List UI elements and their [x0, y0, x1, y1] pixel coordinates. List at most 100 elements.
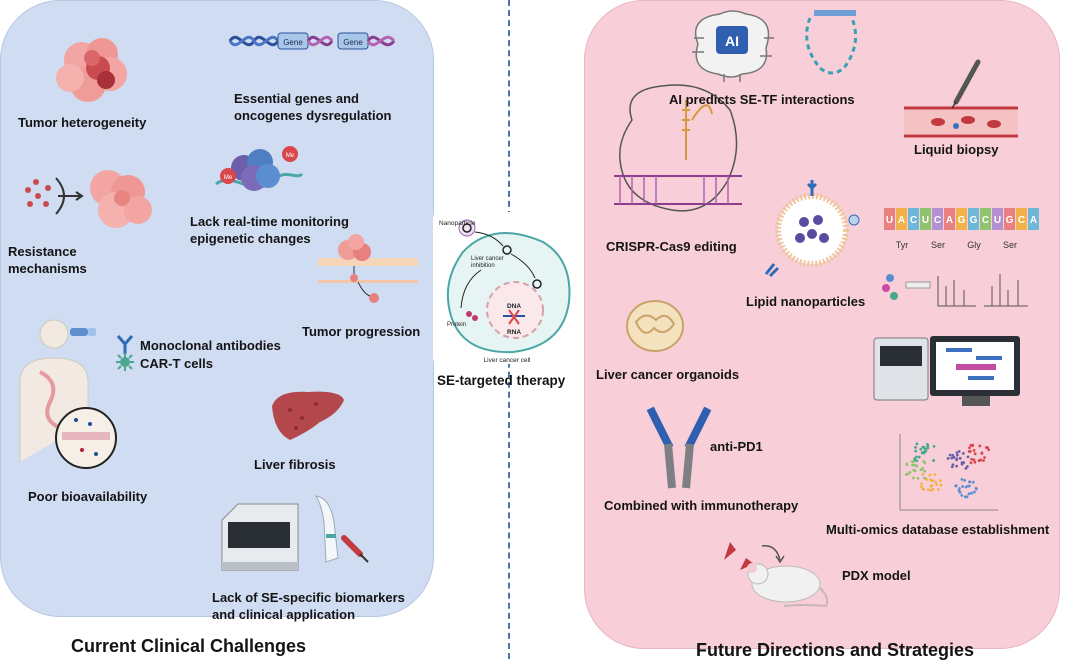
amino-acid-label: Gly	[967, 240, 981, 250]
tsne-point	[963, 478, 967, 482]
tsne-point	[955, 453, 959, 457]
tsne-point	[923, 476, 926, 480]
tsne-point	[960, 462, 964, 466]
gene-dysregulation-label: Essential genes and oncogenes dysregulat…	[234, 91, 392, 123]
dna-label: DNA	[507, 303, 521, 310]
tsne-point	[958, 490, 962, 494]
codon-block	[1016, 208, 1027, 230]
tsne-point	[914, 449, 918, 453]
codon-letter: C	[910, 215, 917, 226]
tsne-point	[926, 446, 930, 450]
tsne-point	[974, 486, 978, 490]
tsne-point	[958, 487, 961, 490]
tsne-point	[920, 451, 924, 455]
tumor-progression-icon	[318, 234, 418, 303]
codon-letter: C	[982, 215, 989, 226]
tsne-point	[923, 469, 927, 473]
human-body-icon	[19, 319, 117, 469]
car-t-cell-icon	[116, 353, 134, 371]
tsne-point	[934, 480, 937, 484]
tsne-point	[915, 442, 919, 446]
ai-brain-icon: AI	[692, 10, 774, 82]
tsne-point	[970, 457, 974, 461]
amino-acid-label: Ser	[1003, 240, 1017, 250]
organoid-icon	[626, 300, 684, 352]
tsne-point	[914, 445, 917, 449]
tsne-point	[973, 490, 976, 494]
codon-letter: A	[946, 215, 953, 226]
mass-spec-chart-icon	[882, 274, 1028, 307]
tsne-point	[973, 452, 977, 456]
antibody-small-icon	[116, 335, 134, 354]
me-label-2: Me	[286, 153, 295, 159]
codon-block	[1004, 208, 1015, 230]
tsne-point	[950, 465, 954, 469]
codon-letter: C	[934, 215, 941, 226]
tsne-point	[915, 464, 919, 468]
tsne-point	[926, 444, 930, 448]
codon-letter: C	[1018, 215, 1025, 226]
tumor-progression-label: Tumor progression	[302, 324, 421, 339]
tsne-point	[951, 453, 955, 457]
codon-block	[968, 208, 979, 230]
tsne-point	[923, 447, 927, 451]
codon-block	[920, 208, 931, 230]
codon-block	[944, 208, 955, 230]
tsne-point	[923, 450, 927, 454]
tsne-point	[929, 489, 933, 492]
tsne-point	[960, 477, 964, 481]
resistance-mechanisms-label: Resistance mechanisms	[8, 244, 87, 276]
biopsy-needle-icon	[315, 495, 369, 563]
pdx-model-label: PDX model	[842, 568, 911, 583]
codon-letter: U	[886, 215, 893, 226]
tsne-point	[932, 459, 936, 462]
tsne-point	[948, 453, 952, 457]
codon-letter: G	[958, 215, 966, 226]
tsne-point	[966, 455, 970, 459]
tsne-point	[935, 483, 939, 486]
tsne-point	[906, 472, 910, 476]
gene-label-1: Gene	[283, 38, 303, 47]
car-t-cells-label: CAR-T cells	[140, 356, 213, 371]
tsne-point	[961, 451, 965, 455]
tsne-point	[960, 493, 964, 497]
tsne-point	[905, 463, 909, 467]
liver-cancer-cell-label: Liver cancer cell	[484, 357, 532, 364]
organoids-label: Liver cancer organoids	[596, 367, 740, 382]
poor-bioavailability-label: Poor bioavailability	[28, 489, 148, 504]
tsne-point	[971, 443, 975, 447]
codon-letter: U	[994, 215, 1001, 226]
tsne-point	[928, 473, 932, 477]
codon-block	[884, 208, 895, 230]
monoclonal-antibodies-label: Monoclonal antibodies	[140, 338, 281, 353]
lipid-nanoparticles-label: Lipid nanoparticles	[746, 294, 866, 309]
tsne-scatter-icon	[899, 434, 998, 511]
pdx-mouse-icon	[724, 542, 829, 608]
left-panel-title: Current Clinical Challenges	[71, 636, 307, 656]
tsne-point	[965, 465, 969, 468]
tsne-point	[987, 448, 991, 452]
tsne-point	[968, 446, 971, 450]
tsne-point	[952, 456, 956, 459]
tsne-point	[978, 444, 982, 448]
tsne-point	[927, 488, 930, 492]
liver-fibrosis-label: Liver fibrosis	[254, 457, 336, 472]
me-label-1: Me	[224, 175, 233, 181]
tsne-point	[950, 456, 954, 460]
tsne-point	[912, 460, 915, 463]
tsne-point	[968, 480, 972, 484]
tsne-point	[913, 469, 917, 473]
amino-acid-label: Tyr	[896, 240, 909, 250]
tsne-point	[916, 476, 920, 480]
tsne-point	[920, 482, 924, 486]
epigenetic-monitoring-label: Lack real-time monitoring epigenetic cha…	[190, 214, 349, 246]
dna-loop-icon	[805, 10, 858, 75]
codon-letter: G	[1006, 215, 1014, 226]
tsne-point	[980, 452, 984, 455]
sequencer-machine-icon	[221, 503, 299, 571]
tsne-point	[979, 458, 983, 462]
tsne-point	[931, 479, 935, 482]
tsne-point	[969, 461, 973, 465]
